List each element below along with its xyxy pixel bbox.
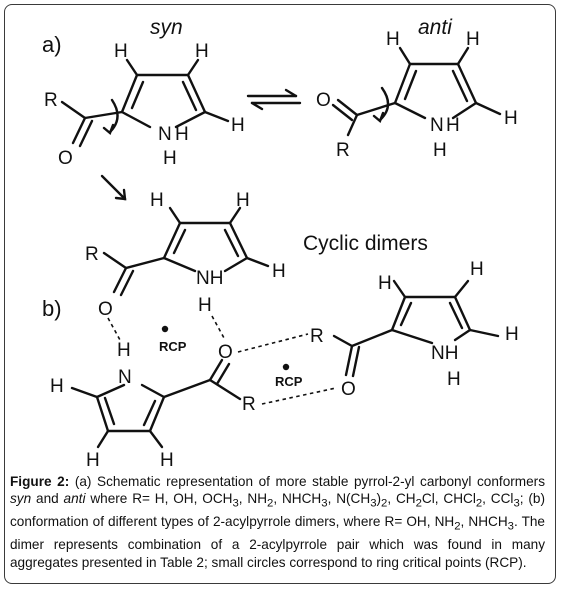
syn-atom-H: H: [195, 41, 209, 62]
caption-subscript: 2: [415, 498, 422, 511]
caption-subscript: 2: [475, 498, 483, 511]
dimer-bottom-ring: [70, 358, 242, 449]
caption-text: , NH: [238, 491, 268, 507]
caption-text: , NHCH: [273, 491, 322, 507]
dimer-top-atom-H: H: [150, 190, 164, 211]
dimer-top-atom-H: H: [198, 295, 212, 316]
cyclic-dimers-title: Cyclic dimers: [303, 232, 428, 255]
dimer-right-atom-O: O: [341, 379, 356, 400]
anti-atom-O: O: [316, 90, 331, 111]
caption-subscript: 2: [267, 498, 274, 511]
caption-subscript: 3: [513, 498, 520, 511]
anti-atom-H: H: [446, 115, 460, 136]
panel-label-a: a): [42, 32, 62, 57]
dimer-right-ring: [332, 279, 500, 378]
caption-anti: anti: [63, 491, 86, 507]
rcp-point: [282, 363, 290, 371]
syn-atom-R: R: [44, 90, 58, 111]
anti-atom-H: H: [466, 29, 480, 50]
dimer-right-atom-H: H: [505, 324, 519, 345]
dimer-right-atom-H: H: [470, 259, 484, 280]
dimer-right-atom-R: R: [310, 326, 324, 347]
anti-atom-H: H: [504, 108, 518, 129]
syn-label: syn: [150, 16, 183, 39]
caption-syn: syn: [10, 491, 32, 507]
caption-text: where R= H, OH, OCH: [85, 491, 233, 507]
caption-label: Figure 2:: [10, 474, 70, 489]
syn-atom-O: O: [58, 148, 73, 169]
reaction-arrow: [100, 174, 127, 201]
dimer-right-atom-H: H: [378, 273, 392, 294]
syn-atom-H: H: [175, 124, 189, 145]
anti-atom-H: H: [433, 140, 447, 161]
figure-frame: [4, 4, 556, 584]
syn-atom-H: H: [231, 115, 245, 136]
caption-text: , N(CH: [327, 491, 371, 507]
syn-atom-H: H: [163, 148, 177, 169]
panel-label-b: b): [42, 296, 62, 321]
dimer-top-atom-H: H: [272, 261, 286, 282]
dimer-bottom-atom-H: H: [160, 450, 174, 470]
caption-subscript: 3: [232, 498, 239, 511]
dimer-top-atom-R: R: [85, 244, 99, 265]
dimer-top-atom-H: H: [236, 190, 250, 211]
caption-text: Cl, CHCl: [421, 491, 476, 507]
caption-subscript: 3: [321, 498, 328, 511]
syn-pyrrole-ring: [60, 58, 230, 148]
dimer-bottom-atom-R: R: [242, 394, 256, 415]
anti-atom-R: R: [336, 140, 350, 161]
rcp-label: RCP: [159, 339, 187, 354]
figure-caption: Figure 2: (a) Schematic representation o…: [10, 473, 545, 571]
dimer-right-atom-H: H: [447, 369, 461, 390]
caption-text: , NHCH: [460, 514, 508, 530]
caption-subscript: 3: [370, 498, 377, 511]
dimer-top-atom-O: O: [98, 299, 113, 320]
caption-text: ): [376, 491, 382, 507]
caption-text: . The dimer represents combination of a …: [10, 514, 545, 570]
syn-atom-N: N: [158, 124, 172, 145]
dimer-bottom-atom-H: H: [117, 340, 131, 361]
caption-text: , CCl: [482, 491, 514, 507]
chemical-scheme: a) syn anti H H H N H H R O: [42, 16, 519, 470]
caption-text: and: [31, 491, 64, 507]
rcp-label: RCP: [275, 374, 303, 389]
hydrogen-bonds: [107, 315, 337, 405]
dimer-bottom-atom-O: O: [218, 342, 233, 363]
caption-subscript: 2: [381, 498, 388, 511]
syn-atom-H: H: [114, 41, 128, 62]
caption-text: , CH: [387, 491, 416, 507]
dimer-top-atom-NH: NH: [196, 268, 223, 289]
dimer-bottom-atom-H: H: [86, 450, 100, 470]
caption-subscript: 2: [454, 521, 461, 534]
caption-subscript: 3: [507, 521, 514, 534]
anti-pyrrole-ring: [331, 46, 502, 137]
dimer-right-atom-NH: NH: [431, 343, 458, 364]
dimer-bottom-atom-H: H: [50, 376, 64, 397]
anti-atom-N: N: [430, 115, 444, 136]
anti-label: anti: [418, 16, 453, 39]
rcp-point: [161, 325, 169, 333]
caption-text: (a) Schematic representation of more sta…: [69, 474, 545, 489]
anti-atom-H: H: [386, 29, 400, 50]
dimer-top-ring: [102, 206, 270, 297]
dimer-bottom-atom-N: N: [118, 367, 132, 388]
equilibrium-arrows: [246, 88, 302, 111]
caption-text: ; (b) conformation of different types of…: [10, 491, 546, 530]
